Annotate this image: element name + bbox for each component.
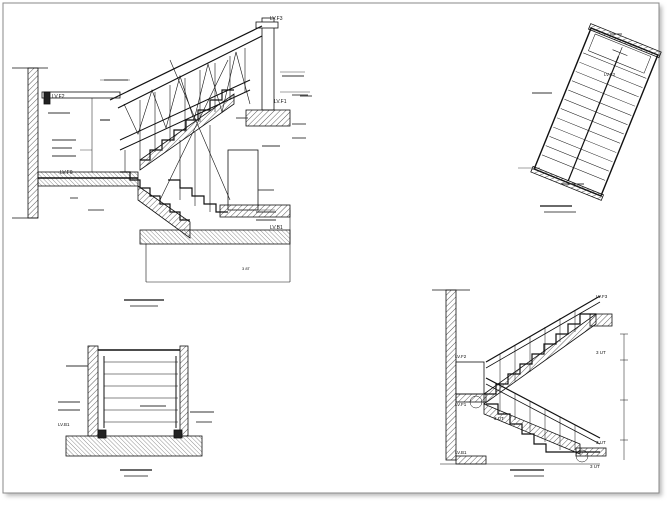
right-base: [455, 455, 487, 465]
right-sec-wall: [445, 289, 457, 461]
left-wall: [27, 67, 39, 219]
landing-upper: [245, 109, 291, 127]
right-handrail-upper: [485, 295, 601, 363]
foundation: [139, 229, 291, 245]
slab-edge-block: [43, 91, 51, 105]
column: [261, 17, 275, 111]
plan-arrow: [612, 46, 628, 59]
detail-view: [65, 345, 203, 457]
section-mark-1: [469, 395, 483, 409]
right-dim-2: 3 UT: [494, 416, 504, 421]
detail-left-wall: [87, 345, 99, 437]
truss-zigzag: [123, 51, 251, 135]
right-handrail-lower: [485, 377, 601, 439]
sheet-frame: [2, 2, 660, 494]
handrail-upper: [109, 25, 263, 101]
right-sec-landing-box: [455, 361, 485, 395]
column-cap: [255, 21, 279, 29]
section-top-level-f3: LV.F3: [270, 16, 283, 22]
right-level-f2: LV.F2: [455, 354, 467, 359]
section-top-level-f0: LV.F0: [60, 170, 73, 176]
title-top-left: [124, 299, 164, 307]
plan-landing: [588, 33, 652, 74]
right-lower-landing: [575, 447, 607, 457]
right-dim-ticks: [620, 333, 628, 441]
lower-slab: [37, 171, 139, 187]
right-level-f1: LV.F1: [455, 402, 467, 407]
right-level-f3: LV.F3: [596, 294, 608, 299]
detail-anchor-l: [97, 429, 107, 439]
title-plan: [540, 205, 576, 213]
section-top-level-f1: LV.F1: [274, 99, 287, 105]
section-mark-2: [575, 449, 589, 463]
title-right: [510, 469, 544, 477]
stair-steps-lower: [120, 171, 190, 221]
handrail-upper-2: [117, 35, 263, 109]
right-handrail-upper-2: [485, 301, 601, 369]
note-strokes-top: [48, 75, 312, 221]
mid-landing-box: [227, 149, 259, 211]
plan-view: [518, 23, 662, 201]
right-balusters: [499, 310, 576, 450]
right-level-b1: LV.B1: [455, 450, 467, 455]
cross-brace-1: [169, 59, 231, 201]
section-top-dim: 3 8T: [242, 266, 251, 271]
detail-level: LV.B1: [58, 422, 70, 427]
note-strokes-detail: [58, 365, 214, 423]
right-upper-landing: [589, 313, 613, 327]
detail-right-wall: [179, 345, 189, 437]
plan-treads: [541, 52, 647, 181]
right-sec-landing-slab: [455, 393, 487, 403]
right-dim-1: 3 UT: [596, 350, 606, 355]
section-top-left: [12, 17, 310, 283]
detail-base: [65, 435, 203, 457]
right-dim-3: 3 UT: [596, 440, 606, 445]
mid-landing-slab: [219, 204, 291, 218]
detail-anchor-r: [173, 429, 183, 439]
title-detail: [120, 469, 152, 477]
detail-treads: [104, 361, 178, 423]
balusters: [124, 48, 246, 212]
right-dim-4: 3 UT: [590, 464, 600, 469]
right-handrail-lower-2: [485, 383, 601, 445]
section-bottom-right: [432, 289, 628, 465]
note-strokes-plan: [532, 33, 622, 185]
plan-level: LV.F2: [604, 72, 616, 77]
plan-top-wall: [587, 23, 662, 59]
plan-center-line: [567, 56, 620, 181]
section-top-level-b1: LV.B1: [270, 225, 283, 231]
stringer-upper: [139, 93, 235, 171]
cross-brace-2: [159, 59, 229, 201]
section-top-level-f2: LV.F2: [52, 94, 65, 100]
